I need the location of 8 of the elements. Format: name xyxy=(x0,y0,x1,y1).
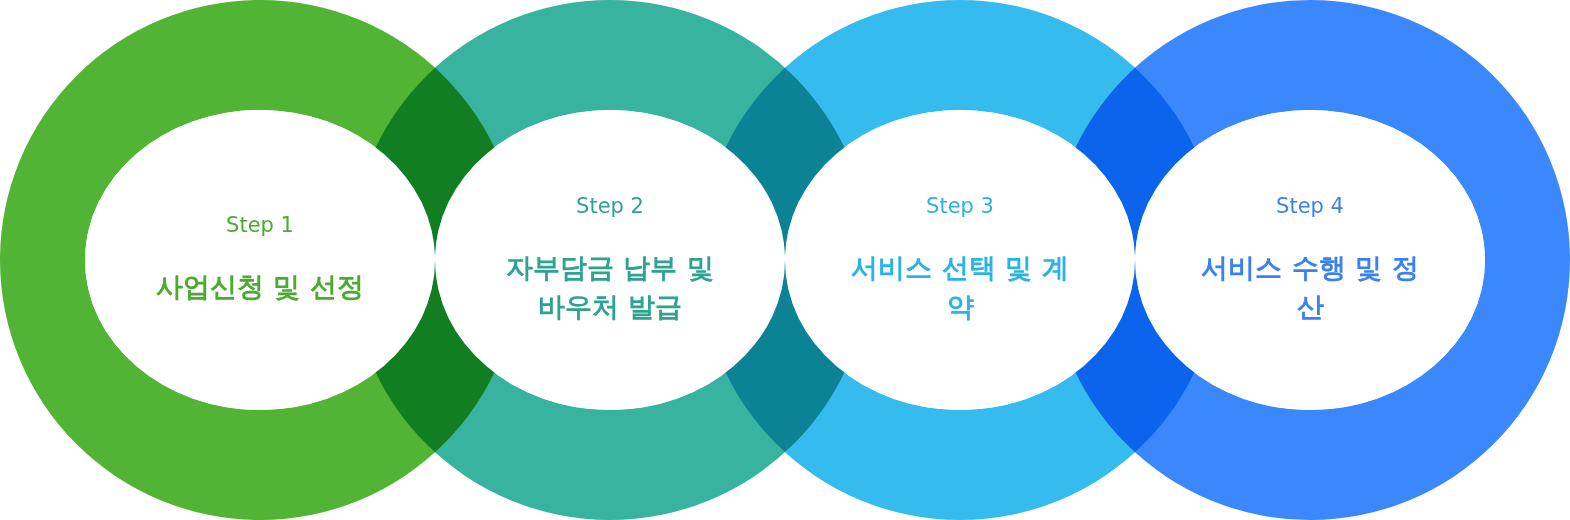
step-label: Step 1 xyxy=(226,213,294,238)
step-label: Step 2 xyxy=(576,193,644,218)
step-label: Step 4 xyxy=(1276,193,1344,218)
step-title: 서비스 수행 및 정산 xyxy=(1200,250,1420,324)
step-title: 자부담금 납부 및 바우처 발급 xyxy=(505,250,715,324)
step-label: Step 3 xyxy=(926,193,994,218)
step-title: 사업신청 및 선정 xyxy=(156,270,364,305)
step-title: 서비스 선택 및 계약 xyxy=(850,250,1070,324)
